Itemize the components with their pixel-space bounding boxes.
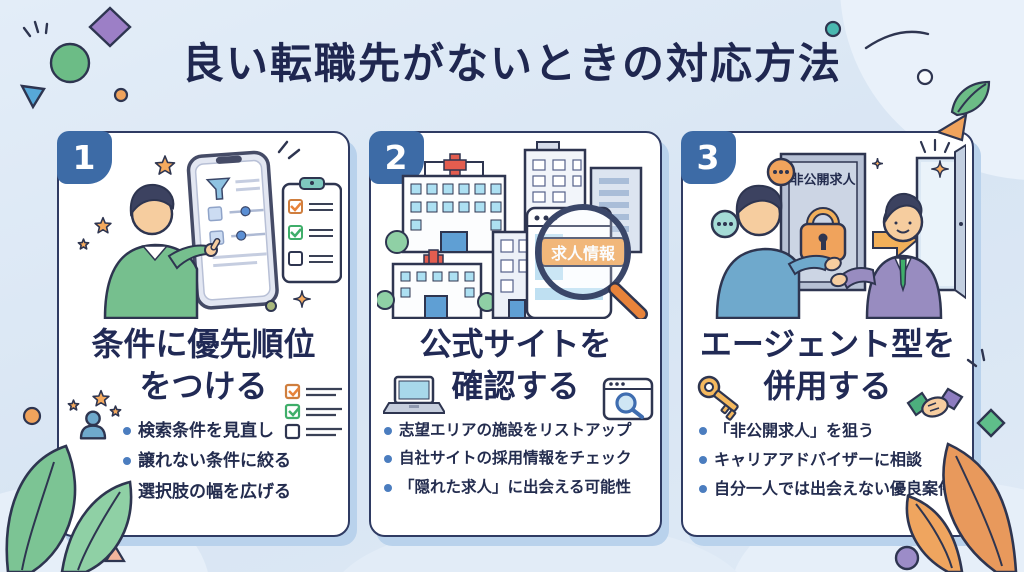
mini-checklist-icon — [284, 383, 342, 440]
card-heading-line2: をつける — [139, 367, 268, 406]
job-seeker-illustration — [715, 184, 842, 319]
bullet-dot — [699, 427, 707, 435]
card-step-1: 1 — [56, 130, 350, 537]
bullet-text: 「隠れた求人」に出会える可能性 — [399, 477, 632, 496]
speech-bubble-icon — [710, 209, 740, 239]
bullet-list: 志望エリアの施設をリストアップ 自社サイトの採用情報をチェック 「隠れた求人」に… — [371, 421, 654, 506]
bullet-dot — [384, 483, 392, 492]
sparkle-star-icon — [294, 291, 310, 307]
bullet-dot — [123, 457, 131, 466]
card-heading: 条件に優先順位 をつける — [59, 323, 348, 407]
sparkle-lines-icon — [277, 140, 301, 160]
card-step-2: 2 — [368, 130, 662, 537]
magnifier-icon: 求人情報 — [535, 204, 648, 319]
list-item: 「隠れた求人」に出会える可能性 — [384, 478, 654, 497]
handshake-icon — [906, 387, 964, 418]
key-icon — [697, 375, 739, 421]
card-heading-line1: エージェント型を — [699, 325, 956, 363]
hospital-building-2-icon — [391, 249, 483, 319]
card-step-3: 3 非公開求人 — [680, 130, 974, 537]
list-item: 譲れない条件に絞る — [123, 451, 342, 472]
smartphone-icon — [186, 150, 279, 310]
open-door-icon — [915, 138, 966, 300]
bullet-list: 「非公開求人」を狙う キャリアアドバイザーに相談 自分一人では出会えない優良案件 — [683, 421, 966, 508]
laptop-icon — [383, 375, 445, 414]
sparkle-lines-icon — [919, 138, 951, 154]
filter-funnel-icon — [205, 177, 231, 201]
door-label: 非公開求人 — [790, 172, 856, 188]
magnifier-label: 求人情報 — [551, 244, 616, 263]
necktie — [899, 258, 907, 293]
card-heading-line1: 条件に優先順位 — [91, 325, 316, 363]
list-item: 「非公開求人」を狙う — [699, 421, 966, 441]
green-diamond — [976, 408, 1006, 438]
browser-search-icon — [602, 377, 654, 421]
bullet-dot — [123, 427, 131, 435]
card-heading-line2: 確認する — [451, 367, 580, 406]
card-heading-line2: 併用する — [763, 367, 892, 406]
bullet-text: 自社サイトの採用情報をチェック — [399, 449, 632, 468]
bullet-text: 譲れない条件に絞る — [138, 451, 291, 472]
sparkle-star-icon — [873, 159, 883, 169]
card-heading: 公式サイトを 確認する — [371, 323, 660, 407]
list-item: キャリアアドバイザーに相談 — [699, 450, 966, 470]
person-illustration — [103, 183, 221, 319]
agent-illustration — [830, 192, 943, 319]
card-number-badge: 2 — [368, 130, 424, 184]
bullet-dot — [123, 487, 131, 496]
bullet-dot — [699, 456, 707, 464]
bullet-text: 検索条件を見直し — [138, 421, 274, 441]
dot-decoration — [265, 300, 277, 312]
hospital-building-icon — [401, 153, 507, 254]
tree-icon — [385, 230, 409, 254]
list-item: 検索条件を見直し — [123, 421, 342, 442]
clipboard-checklist-icon — [281, 177, 342, 284]
person-stars-icon — [63, 389, 127, 440]
list-item: 志望エリアの施設をリストアップ — [384, 421, 654, 440]
card-heading-line1: 公式サイトを — [419, 325, 612, 363]
bullet-dot — [384, 455, 392, 464]
bullet-text: キャリアアドバイザーに相談 — [714, 450, 923, 469]
card-heading: エージェント型を 併用する — [683, 323, 972, 407]
list-item: 選択肢の幅を広げる — [123, 482, 342, 503]
bullet-text: 自分一人では出会えない優良案件 — [714, 479, 955, 498]
bullet-dot — [384, 427, 392, 435]
person-filtering-phone-illustration — [65, 140, 342, 319]
card-number-badge: 3 — [680, 130, 736, 184]
list-item: 自分一人では出会えない優良案件 — [699, 479, 966, 499]
card-number-badge: 1 — [56, 130, 112, 184]
bullet-text: 志望エリアの施設をリストアップ — [399, 421, 632, 439]
orange-dot — [22, 406, 42, 426]
bullet-dot — [699, 485, 707, 493]
bullet-text: 「非公開求人」を狙う — [714, 421, 875, 440]
list-item: 自社サイトの採用情報をチェック — [384, 449, 654, 468]
hidden-job-door-illustration: 非公開求人 — [710, 138, 966, 319]
page-title: 良い転職先がないときの対応方法 — [181, 39, 842, 88]
bullet-text: 選択肢の幅を広げる — [138, 481, 291, 502]
tree-icon — [377, 290, 395, 310]
buildings-magnifier-illustration: 求人情報 — [377, 141, 648, 319]
speech-bubble-icon — [766, 157, 796, 187]
bullet-list: 検索条件を見直し 譲れない条件に絞る 選択肢の幅を広げる — [59, 421, 342, 512]
